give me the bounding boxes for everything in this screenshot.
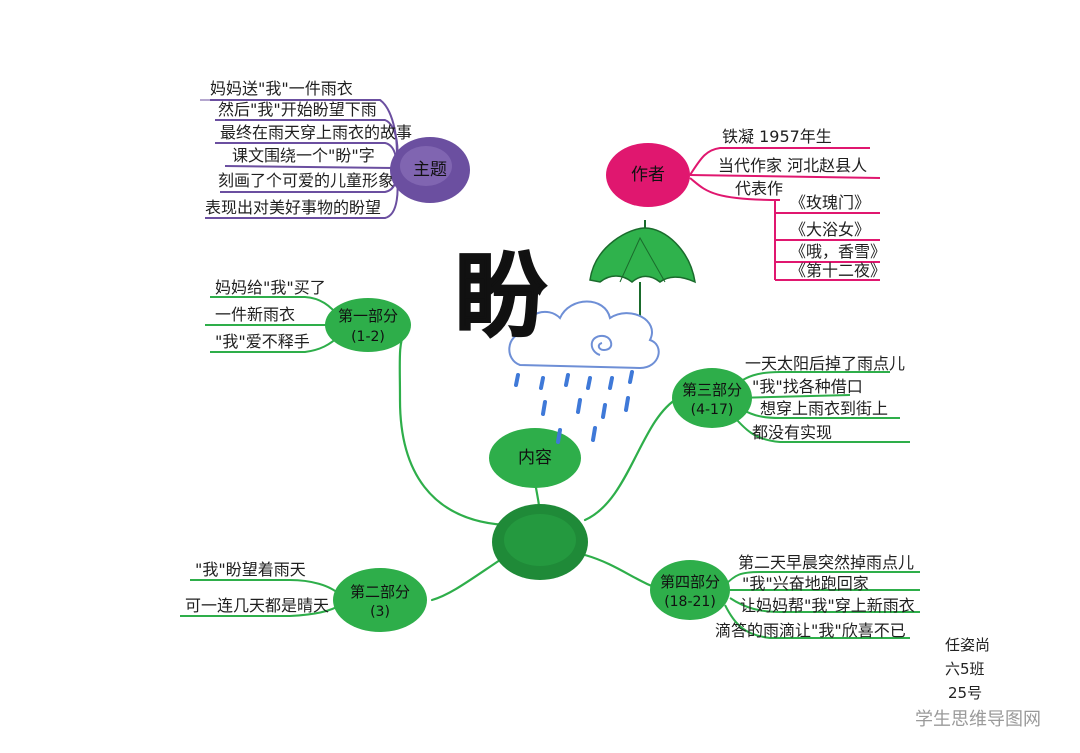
part2-node (333, 568, 427, 632)
part4-label: 第四部分 (659, 573, 720, 591)
theme-line-3: 最终在雨天穿上雨衣的故事 (220, 123, 413, 142)
branch-to-part2 (430, 558, 502, 602)
part4-line-1: 第二天早晨突然掉雨点儿 (738, 553, 915, 572)
part3-range: (4-17) (690, 402, 734, 418)
rain-drops (514, 370, 634, 444)
part1-label: 第一部分 (337, 307, 398, 325)
branch-to-part3 (583, 396, 680, 522)
cloud-illustration (508, 300, 660, 370)
part2-line-1: "我"盼望着雨天 (195, 560, 306, 579)
part4-node (650, 560, 730, 620)
author-work-2: 《大浴女》 (790, 220, 871, 239)
signature-number: 25号 (948, 684, 983, 702)
part2-line-2: 可一连几天都是晴天 (185, 596, 330, 615)
part3-line-2: "我"找各种借口 (752, 377, 863, 396)
author-line-2: 当代作家 河北赵县人 (718, 156, 868, 175)
author-work-1: 《玫瑰门》 (790, 193, 871, 212)
umbrella-illustration (589, 220, 696, 318)
theme-line-4: 课文围绕一个"盼"字 (232, 146, 375, 165)
theme-line-5: 刻画了个可爱的儿童形象 (218, 171, 395, 190)
author-line-3: 代表作 (735, 179, 784, 198)
part1-line-1: 妈妈给"我"买了 (215, 278, 326, 297)
part4-line-3: 让妈妈帮"我"穿上新雨衣 (740, 596, 915, 615)
theme-label: 主题 (413, 160, 447, 180)
part3-line-1: 一天太阳后掉了雨点儿 (745, 354, 906, 373)
part1-line-3: "我"爱不释手 (215, 332, 310, 351)
signature-name: 任姿尚 (945, 636, 991, 654)
part4-line-4: 滴答的雨滴让"我"欣喜不已 (715, 621, 906, 640)
author-node (606, 143, 690, 207)
author-branches (689, 147, 881, 281)
content-label: 内容 (518, 448, 552, 468)
author-work-4: 《第十二夜》 (790, 261, 887, 280)
author-line-1: 铁凝 1957年生 (722, 127, 832, 146)
signature-class: 六5班 (945, 660, 985, 678)
theme-line-1: 妈妈送"我"一件雨衣 (210, 79, 353, 98)
part3-label: 第三部分 (681, 381, 742, 399)
part3-node (672, 368, 752, 428)
part4-line-2: "我"兴奋地跑回家 (742, 574, 869, 593)
part1-range: (1-2) (351, 329, 385, 345)
branch-to-part1 (398, 328, 507, 527)
theme-line-2: 然后"我"开始盼望下雨 (218, 100, 377, 119)
part3-line-4: 都没有实现 (752, 423, 833, 442)
part3-line-3: 想穿上雨衣到街上 (760, 399, 889, 418)
watermark: 学生思维导图网 (915, 709, 1041, 730)
author-work-3: 《哦，香雪》 (790, 242, 887, 261)
title-character: 盼 (454, 242, 548, 351)
part1-line-2: 一件新雨衣 (215, 305, 296, 324)
part1-node (325, 298, 411, 352)
author-label: 作者 (631, 165, 665, 185)
theme-line-6: 表现出对美好事物的盼望 (205, 198, 382, 217)
part2-range: (3) (370, 604, 390, 620)
part2-label: 第二部分 (349, 583, 410, 601)
part4-range: (18-21) (664, 594, 716, 610)
